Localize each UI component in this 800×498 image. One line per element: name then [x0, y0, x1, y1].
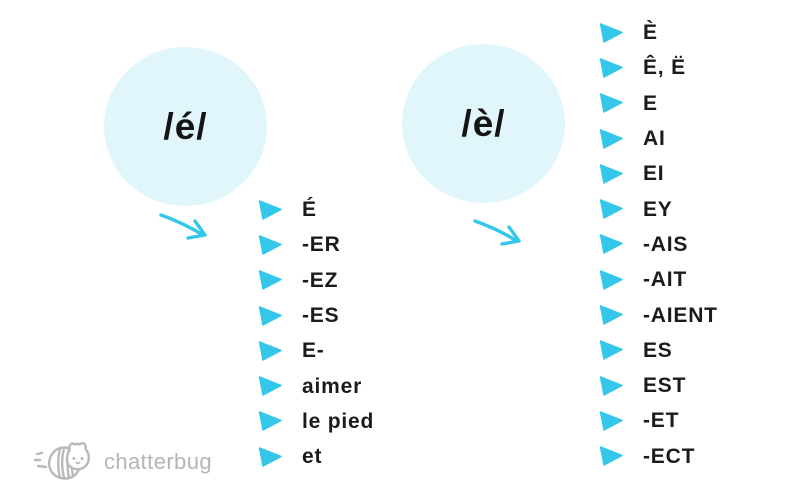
list-item: -ET	[599, 403, 718, 438]
list-item: E-	[258, 333, 374, 368]
triangle-bullet-icon	[599, 164, 623, 184]
list-item: EY	[599, 191, 718, 226]
triangle-bullet-icon	[599, 234, 623, 255]
list-item: -EZ	[258, 263, 374, 298]
triangle-bullet-icon	[258, 270, 282, 290]
list-item: -ER	[258, 227, 374, 262]
list-item-label: -ET	[643, 409, 680, 433]
triangle-bullet-icon	[599, 340, 623, 361]
list-item-label: -ER	[302, 233, 341, 257]
list-item: -AIENT	[599, 297, 718, 332]
list-item-label: -ES	[302, 304, 340, 328]
list-item-label: ES	[643, 338, 673, 362]
triangle-bullet-icon	[599, 446, 623, 466]
triangle-bullet-icon	[599, 199, 623, 219]
list-item: ES	[599, 333, 718, 368]
arrow-icon	[159, 213, 207, 240]
triangle-bullet-icon	[258, 411, 282, 432]
triangle-bullet-icon	[258, 235, 282, 255]
phoneme-circle-e-acute: /é/	[104, 47, 267, 206]
list-item: et	[258, 439, 374, 474]
list-item: EST	[599, 368, 718, 403]
list-item-label: AI	[643, 127, 666, 151]
list-item: EI	[599, 156, 718, 191]
list-item-label: Ê, Ë	[643, 56, 686, 80]
list-item-label: È	[643, 21, 658, 45]
list-item-label: -AIENT	[643, 303, 718, 327]
list-item-label: et	[302, 445, 323, 469]
list-item-label: EI	[643, 162, 665, 186]
bee-icon	[34, 441, 91, 480]
list-item-label: E-	[302, 339, 325, 363]
list-item-label: -ECT	[643, 444, 696, 468]
list-item-label: É	[302, 198, 317, 222]
list-item: E	[599, 86, 718, 121]
spelling-list-e-grave: È Ê, Ë E AI	[599, 15, 718, 474]
chatterbug-logo: chatterbug	[34, 438, 212, 486]
triangle-bullet-icon	[599, 269, 623, 290]
triangle-bullet-icon	[258, 199, 282, 220]
triangle-bullet-icon	[258, 341, 282, 361]
list-item: -ECT	[599, 439, 718, 474]
list-item-label: aimer	[302, 374, 363, 398]
list-item-label: EY	[643, 197, 673, 221]
list-item-label: E	[643, 91, 658, 115]
triangle-bullet-icon	[599, 411, 623, 431]
list-item: -AIS	[599, 227, 718, 262]
list-item: É	[258, 192, 374, 227]
brand-name: chatterbug	[104, 449, 212, 474]
triangle-bullet-icon	[599, 375, 623, 396]
list-item: Ê, Ë	[599, 50, 718, 85]
list-item: AI	[599, 121, 718, 156]
phoneme-label-e-acute: /é/	[163, 105, 208, 147]
triangle-bullet-icon	[599, 22, 623, 43]
list-item-label: EST	[643, 374, 687, 398]
triangle-bullet-icon	[258, 446, 282, 467]
triangle-bullet-icon	[599, 128, 623, 149]
list-item: aimer	[258, 368, 374, 403]
triangle-bullet-icon	[599, 93, 623, 113]
list-item: -ES	[258, 298, 374, 333]
list-item-label: -AIT	[643, 268, 688, 292]
triangle-bullet-icon	[599, 305, 623, 325]
list-item: È	[599, 15, 718, 50]
phoneme-circle-e-grave: /è/	[402, 44, 565, 203]
list-item-label: -EZ	[302, 268, 339, 292]
list-item-label: le pied	[302, 409, 375, 433]
arrow-icon	[473, 219, 521, 246]
triangle-bullet-icon	[258, 376, 282, 396]
list-item: -AIT	[599, 262, 718, 297]
triangle-bullet-icon	[258, 305, 282, 326]
triangle-bullet-icon	[599, 58, 623, 78]
list-item-label: -AIS	[643, 232, 689, 256]
list-item: le pied	[258, 404, 374, 439]
phoneme-label-e-grave: /è/	[461, 102, 506, 144]
spelling-list-e-acute: É -ER -EZ -ES	[258, 192, 374, 474]
